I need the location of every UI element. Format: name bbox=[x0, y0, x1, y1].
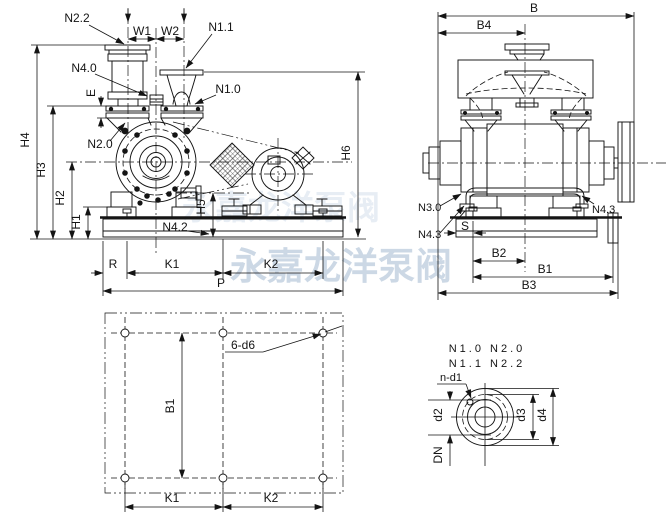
plan-dim-label-b1: B1 bbox=[163, 398, 177, 413]
dim-label-r: R bbox=[109, 257, 118, 271]
front-dimensions bbox=[31, 24, 365, 296]
dim-label-k1: K1 bbox=[165, 257, 180, 271]
plan-dimensions bbox=[124, 325, 343, 512]
side-discharge-header bbox=[457, 43, 594, 121]
plan-dim-label-k1: K1 bbox=[165, 491, 180, 505]
side-dimensions bbox=[437, 12, 635, 300]
front-motor bbox=[221, 147, 343, 217]
dim-label-h5: H5 bbox=[194, 199, 208, 215]
dim-label-p: P bbox=[217, 276, 225, 290]
dim-label-e: E bbox=[84, 89, 98, 97]
flange-dim-d2: d2 bbox=[431, 408, 445, 422]
plan-view: 6-d6 B1 K1 K2 bbox=[104, 312, 344, 512]
flange-title-line2: N1.1 N2.2 bbox=[449, 358, 526, 370]
front-inlet-funnel bbox=[159, 69, 204, 119]
front-flow-arrows bbox=[125, 9, 187, 23]
port-label-n40: N4.0 bbox=[71, 61, 97, 75]
dim-label-w1: W1 bbox=[133, 24, 151, 38]
front-coupling-guard bbox=[209, 142, 315, 188]
side-view: B B4 N3.0 N4.3 N4.3 S B2 B1 B3 bbox=[418, 1, 666, 300]
front-silencer bbox=[104, 44, 151, 119]
front-gauge-port bbox=[149, 94, 164, 106]
front-base-plate bbox=[30, 208, 366, 240]
front-pump-casing bbox=[106, 106, 203, 218]
front-view: W1 W2 N2.2 N1.1 N4.0 N1.0 N2.0 N4.2 E H4… bbox=[18, 8, 366, 296]
dim-label-s: S bbox=[461, 219, 469, 233]
port-label-n20: N2.0 bbox=[87, 137, 113, 151]
port-label-n10: N1.0 bbox=[215, 82, 241, 96]
port-label-n42: N4.2 bbox=[162, 220, 188, 234]
side-bearing-housings bbox=[422, 121, 635, 203]
flange-dim-d3: d3 bbox=[514, 408, 528, 422]
bolt-hole bbox=[466, 398, 474, 406]
port-label-n43-left: N4.3 bbox=[418, 229, 441, 241]
flange-title-line1: N1.0 N2.0 bbox=[449, 343, 526, 355]
flange-view: N1.0 N2.0 N1.1 N2.2 n-d1 d2 DN d3 d4 bbox=[428, 343, 559, 466]
flange-bolt-label: n-d1 bbox=[440, 372, 462, 384]
side-centerlines bbox=[428, 24, 666, 272]
plan-dim-label-k2: K2 bbox=[264, 491, 279, 505]
port-label-n22: N2.2 bbox=[64, 11, 90, 25]
port-label-n30: N3.0 bbox=[418, 202, 441, 214]
watermark: 永嘉龙洋泵阀 永嘉龙洋泵阀 bbox=[182, 189, 452, 287]
dim-label-h3: H3 bbox=[34, 162, 48, 178]
flange-dim-dn: DN bbox=[431, 446, 445, 463]
flange-dimensions bbox=[428, 383, 559, 466]
dim-label-h1: H1 bbox=[69, 214, 83, 230]
dim-label-h2: H2 bbox=[53, 190, 67, 206]
port-label-n11: N1.1 bbox=[208, 20, 234, 34]
dim-label-b: B bbox=[530, 1, 538, 15]
anchor-holes-label: 6-d6 bbox=[231, 338, 255, 352]
dim-label-b4: B4 bbox=[477, 18, 492, 32]
dim-label-b3: B3 bbox=[522, 278, 537, 292]
dim-label-b1: B1 bbox=[538, 262, 553, 276]
dim-label-h4: H4 bbox=[18, 132, 32, 148]
port-label-n43-right: N4.3 bbox=[592, 204, 615, 216]
side-feet-and-pipe bbox=[457, 187, 589, 220]
baseplate-outline bbox=[104, 312, 344, 494]
side-inlet-funnels bbox=[460, 97, 592, 132]
dim-label-k2: K2 bbox=[264, 257, 279, 271]
dim-label-b2: B2 bbox=[492, 246, 507, 260]
watermark-text-faint: 永嘉龙洋泵阀 bbox=[182, 189, 380, 226]
flange-dim-d4: d4 bbox=[535, 408, 549, 422]
dim-label-w2: W2 bbox=[161, 24, 179, 38]
watermark-text: 永嘉龙洋泵阀 bbox=[230, 246, 452, 287]
dim-label-h6: H6 bbox=[339, 145, 353, 161]
